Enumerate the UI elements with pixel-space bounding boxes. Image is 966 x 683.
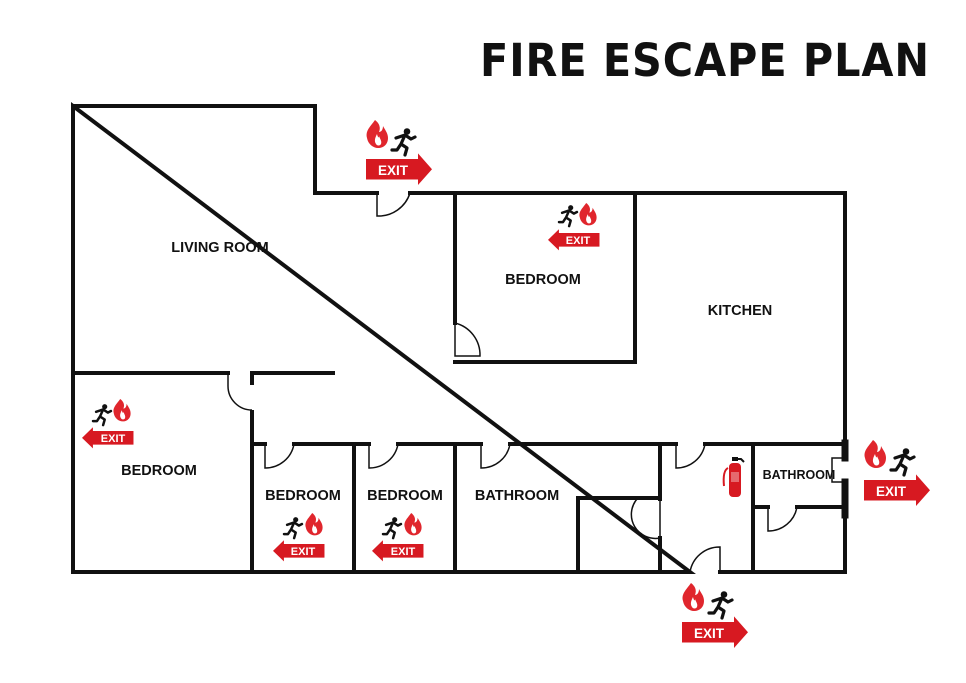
exit-sign-bedroom-small-1: EXIT — [273, 513, 325, 562]
exit-label: EXIT — [291, 546, 316, 558]
exit-label: EXIT — [694, 626, 725, 641]
room-label-living-room: LIVING ROOM — [171, 240, 268, 256]
door-swing-icon — [376, 192, 411, 217]
walls — [71, 101, 849, 574]
flame-icon — [305, 513, 323, 536]
exit-label: EXIT — [378, 163, 409, 178]
exit-label: EXIT — [876, 484, 907, 499]
flame-icon — [682, 583, 704, 611]
door-swing-icon — [227, 373, 253, 411]
door-swing-icon — [368, 443, 399, 469]
exit-label: EXIT — [101, 433, 126, 445]
door-swing-icon — [480, 443, 511, 469]
room-label-bedroom-small-2: BEDROOM — [367, 488, 443, 504]
flame-icon — [113, 399, 131, 422]
running-person-icon — [707, 589, 734, 620]
door-swings — [227, 192, 845, 573]
exit-sign-bedroom-small-2: EXIT — [372, 513, 424, 562]
exit-label: EXIT — [391, 546, 416, 558]
running-person-icon — [282, 515, 304, 540]
exit-sign-right: EXIT — [864, 440, 930, 507]
exit-sign-bottom: EXIT — [682, 583, 748, 649]
flame-icon — [366, 120, 388, 148]
room-label-bedroom-small-1: BEDROOM — [265, 488, 341, 504]
running-person-icon — [889, 446, 916, 477]
partition-bath-inner — [576, 496, 662, 574]
door-swing-icon — [264, 443, 295, 469]
fire-extinguisher-icon — [722, 457, 745, 497]
door-swing-icon — [630, 498, 661, 540]
door-swing-icon — [767, 506, 798, 532]
door-swing-icon — [454, 322, 481, 357]
door-swing-icon — [831, 457, 845, 483]
flame-icon — [864, 440, 886, 468]
page-title: FIRE ESCAPE PLAN — [480, 34, 930, 87]
room-labels: LIVING ROOM BEDROOM KITCHEN BEDROOM BEDR… — [121, 240, 835, 504]
running-person-icon — [390, 126, 417, 157]
bedroom-top-wall — [453, 191, 637, 364]
room-label-bedroom-top: BEDROOM — [505, 272, 581, 288]
outer-wall — [71, 101, 847, 574]
room-label-bathroom-main: BATHROOM — [475, 488, 559, 504]
exit-sign-top: EXIT — [366, 120, 432, 186]
exit-sign-bedroom-left: EXIT — [82, 399, 134, 449]
running-person-icon — [381, 515, 403, 540]
room-label-kitchen: KITCHEN — [708, 303, 772, 319]
door-swing-icon — [675, 443, 706, 469]
exit-label: EXIT — [566, 235, 591, 247]
exit-sign-bedroom-top: EXIT — [548, 203, 600, 251]
room-label-bedroom-left: BEDROOM — [121, 463, 197, 479]
door-swing-icon — [689, 546, 721, 573]
room-label-bathroom-small: BATHROOM — [763, 468, 836, 482]
running-person-icon — [557, 203, 579, 228]
flame-icon — [579, 203, 597, 226]
running-person-icon — [91, 402, 113, 427]
flame-icon — [404, 513, 422, 536]
